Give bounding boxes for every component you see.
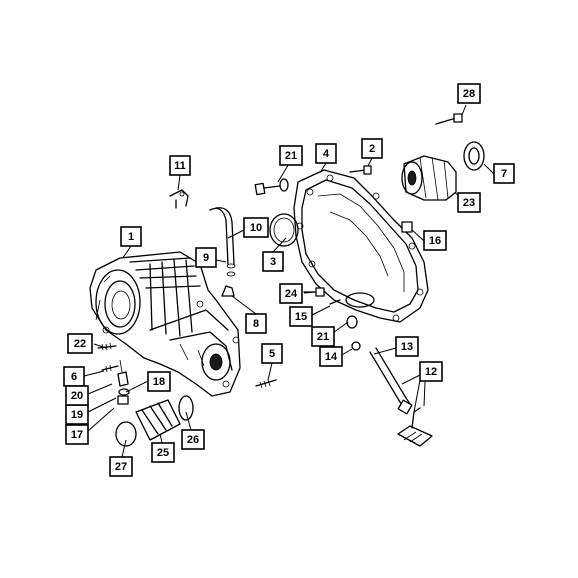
bolt-24 (303, 287, 325, 297)
callout-2-label: 2 (369, 143, 375, 155)
front-case-housing (89, 251, 241, 397)
callout-3: 3 (262, 251, 284, 272)
callout-3-label: 3 (270, 256, 276, 268)
callout-21-top-label: 21 (285, 150, 297, 162)
bolt-15 (329, 299, 341, 305)
callout-labels: 1 2 3 4 5 6 7 8 (63, 83, 515, 477)
callout-14-label: 14 (325, 351, 338, 363)
gasket-ring-inner (273, 217, 295, 243)
callout-12-label: 12 (425, 366, 437, 378)
bolt-washer-top (254, 178, 289, 196)
leader-lines (83, 104, 495, 458)
plug-seal-stack (117, 359, 130, 405)
callout-24: 24 (279, 283, 303, 304)
callout-14: 14 (319, 346, 343, 367)
callout-21-top: 21 (279, 145, 303, 166)
front-boot (135, 399, 181, 441)
callout-2: 2 (361, 138, 383, 159)
callout-16-label: 16 (429, 235, 441, 247)
callout-10-label: 10 (250, 222, 262, 234)
callout-12: 12 (419, 361, 443, 382)
callout-7: 7 (493, 163, 515, 184)
callout-20: 20 (65, 385, 89, 406)
callout-19: 19 (65, 404, 89, 425)
callout-9-label: 9 (203, 252, 209, 264)
callout-23: 23 (457, 192, 481, 213)
callout-5-label: 5 (269, 348, 275, 360)
callout-5: 5 (261, 343, 283, 364)
callout-8: 8 (245, 313, 267, 334)
rear-boot-seal (463, 141, 485, 171)
callout-26-label: 26 (187, 434, 199, 446)
callout-22-label: 22 (74, 338, 86, 350)
callout-26: 26 (181, 429, 205, 450)
clamp-27 (115, 421, 137, 447)
callout-28-label: 28 (463, 88, 475, 100)
clamp-26 (178, 395, 194, 421)
callout-22: 22 (67, 333, 93, 354)
callout-13-label: 13 (401, 341, 413, 353)
callout-24-label: 24 (285, 288, 298, 300)
washer-lower (346, 315, 358, 329)
callout-1: 1 (120, 226, 142, 247)
bolt-2 (349, 165, 372, 175)
callout-6-label: 6 (71, 371, 77, 383)
callout-20-label: 20 (71, 390, 83, 402)
callout-15-label: 15 (295, 311, 307, 323)
callout-9: 9 (195, 247, 217, 268)
callout-11-label: 11 (174, 160, 186, 172)
callout-25: 25 (151, 442, 175, 463)
callout-8-label: 8 (253, 318, 259, 330)
callout-21-lower-label: 21 (317, 331, 329, 343)
callout-11: 11 (169, 155, 191, 176)
callout-18: 18 (147, 371, 171, 392)
gasket-ring (269, 213, 299, 247)
callout-23-label: 23 (463, 197, 475, 209)
callout-4: 4 (315, 143, 337, 164)
callout-1-label: 1 (128, 231, 134, 243)
callout-19-label: 19 (71, 409, 83, 421)
callout-27: 27 (109, 456, 133, 477)
stud-22 (97, 342, 117, 351)
rear-case-housing (293, 169, 429, 323)
callout-21-lower: 21 (311, 326, 335, 347)
callout-7-label: 7 (501, 168, 507, 180)
callout-10: 10 (243, 217, 269, 238)
vent-hose (209, 207, 236, 277)
drain-plug (401, 221, 413, 233)
callout-13: 13 (395, 336, 419, 357)
rear-extension-housing (401, 155, 457, 201)
stud-6 (101, 364, 119, 373)
elbow-fitting (221, 285, 235, 297)
callout-15: 15 (289, 306, 313, 327)
vent-fitting (169, 189, 189, 209)
callout-17-label: 17 (71, 429, 83, 441)
callout-28: 28 (457, 83, 481, 104)
callout-25-label: 25 (157, 447, 169, 459)
bolt-28 (435, 113, 463, 125)
callout-27-label: 27 (115, 461, 127, 473)
callout-18-label: 18 (153, 376, 165, 388)
shift-tube-assembly (369, 347, 433, 447)
o-ring-14 (351, 341, 361, 351)
callout-16: 16 (423, 230, 447, 251)
callout-4-label: 4 (323, 148, 330, 160)
stud-5 (255, 379, 277, 389)
callout-17: 17 (65, 424, 89, 445)
callout-6: 6 (63, 366, 85, 387)
